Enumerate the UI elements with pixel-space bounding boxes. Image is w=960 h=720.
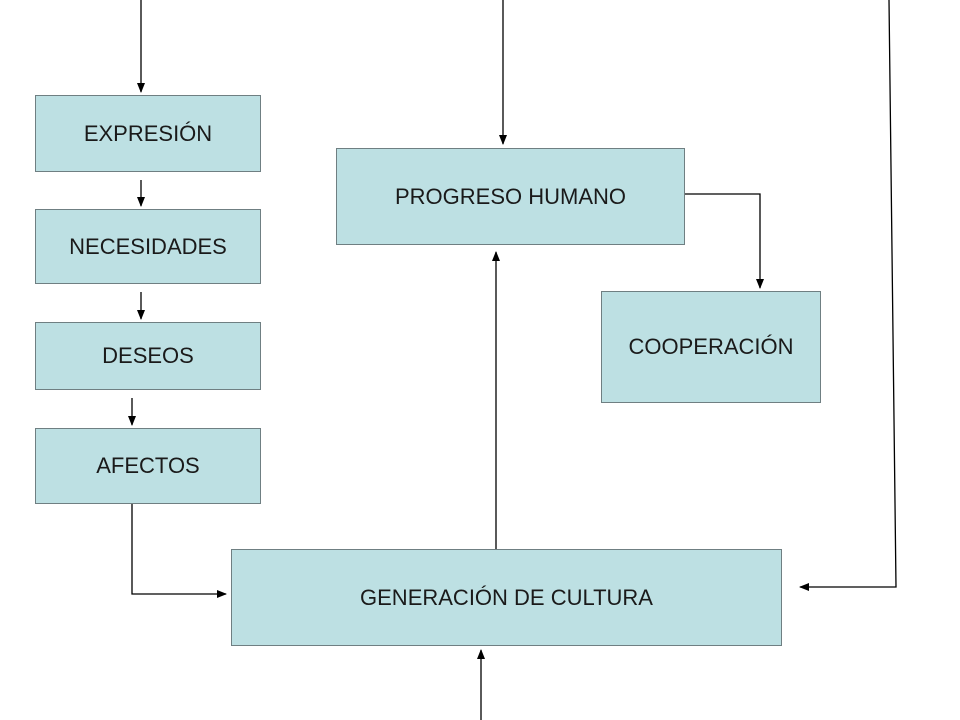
node-necesidades: NECESIDADES (35, 209, 261, 284)
node-afectos: AFECTOS (35, 428, 261, 504)
node-generacion-de-cultura: GENERACIÓN DE CULTURA (231, 549, 782, 646)
node-generacion-de-cultura-label: GENERACIÓN DE CULTURA (360, 584, 653, 610)
node-progreso-humano: PROGRESO HUMANO (336, 148, 685, 245)
node-afectos-label: AFECTOS (96, 453, 200, 478)
node-cooperacion: COOPERACIÓN (601, 291, 821, 403)
node-deseos: DESEOS (35, 322, 261, 390)
node-expresion-label: EXPRESIÓN (83, 120, 213, 146)
node-deseos-label: DESEOS (102, 343, 194, 368)
arrow-afectos-to-generacion (131, 504, 227, 598)
arrow-external-to-generacion-right (799, 0, 897, 591)
node-expresion: EXPRESIÓN (35, 95, 261, 172)
node-necesidades-label: NECESIDADES (69, 233, 227, 259)
arrow-progreso-to-cooperacion (685, 193, 764, 289)
node-progreso-humano-label: PROGRESO HUMANO (394, 183, 627, 209)
node-cooperacion-label: COOPERACIÓN (628, 334, 794, 359)
